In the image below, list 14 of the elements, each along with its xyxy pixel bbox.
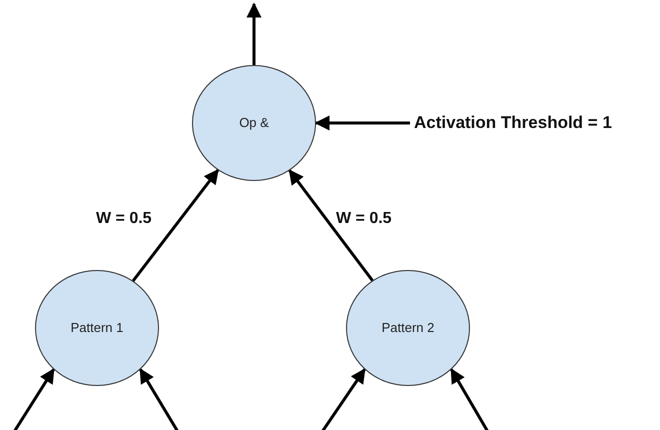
- arrow: [132, 168, 220, 282]
- arrow: [320, 368, 366, 430]
- arrow: [314, 116, 410, 130]
- arrow: [139, 368, 180, 430]
- edge-label: W = 0.5: [336, 210, 392, 228]
- node-label: Pattern 1: [70, 320, 124, 336]
- threshold-label: Activation Threshold = 1: [414, 113, 612, 133]
- node-label: Pattern 2: [380, 320, 436, 336]
- arrow: [12, 368, 55, 430]
- edge-label: W = 0.5: [96, 210, 152, 228]
- arrow: [288, 169, 374, 282]
- arrow: [246, 2, 262, 65]
- arrow: [450, 368, 490, 430]
- node-label: Op &: [238, 114, 270, 132]
